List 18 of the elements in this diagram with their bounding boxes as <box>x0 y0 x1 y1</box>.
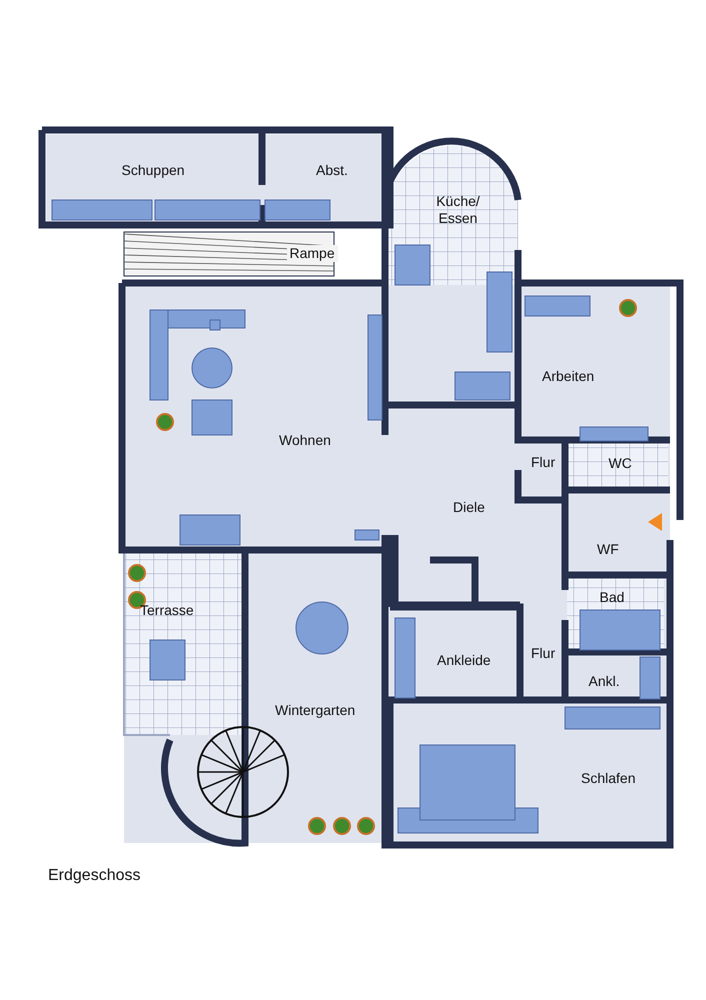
room-label: Terrasse <box>140 602 194 618</box>
caption: Erdgeschoss <box>48 867 140 885</box>
room-label: WF <box>597 540 619 558</box>
room-label: Wohnen <box>279 432 331 448</box>
room-label: Bad <box>600 588 624 606</box>
room-label: Schlafen <box>581 770 636 786</box>
room-label: Wintergarten <box>275 702 356 718</box>
room-label: Ankl. <box>588 672 620 690</box>
room-label: Küche/ Essen <box>435 193 481 227</box>
room-label: WC <box>608 454 632 472</box>
room-label: Flur <box>531 644 556 662</box>
room-label: Diele <box>453 498 485 516</box>
room-label: Abst. <box>316 162 348 178</box>
room-label: Flur <box>531 454 556 470</box>
room-label: Arbeiten <box>542 368 594 384</box>
room-label: Ankleide <box>437 652 491 668</box>
room-label: Schuppen <box>122 162 185 178</box>
room-label: Rampe <box>286 244 338 262</box>
